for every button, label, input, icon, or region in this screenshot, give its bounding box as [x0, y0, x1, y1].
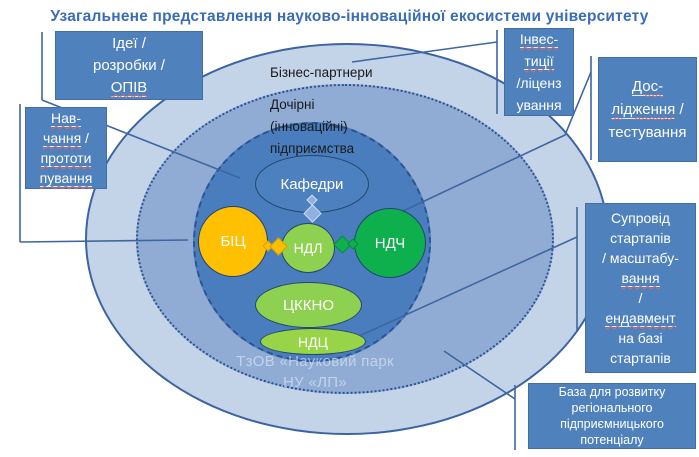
outer-ring-label: Бізнес-партнери — [270, 65, 373, 80]
node-kafedry: Кафедри — [255, 155, 369, 213]
callout-research-testing: Дос-лідження /тестування — [598, 57, 697, 162]
diagram-title: Узагальнене представлення науково-іннова… — [50, 8, 649, 25]
node-ndl: НДЛ — [281, 223, 335, 273]
callout-ideas-developments-ipr: Ідеї /розробки /ОПІВ — [55, 31, 203, 100]
middle-ring-label: Дочірні (інноваційні) підприємства — [270, 97, 355, 156]
science-park-watermark: ТзОВ «Науковий парк НУ «ЛП» — [236, 353, 394, 391]
node-ndc: НДЦ — [260, 328, 366, 355]
node-ckkno: ЦККНО — [255, 282, 362, 328]
node-ndch: НДЧ — [354, 208, 426, 278]
node-bic: БІЦ — [198, 206, 268, 277]
